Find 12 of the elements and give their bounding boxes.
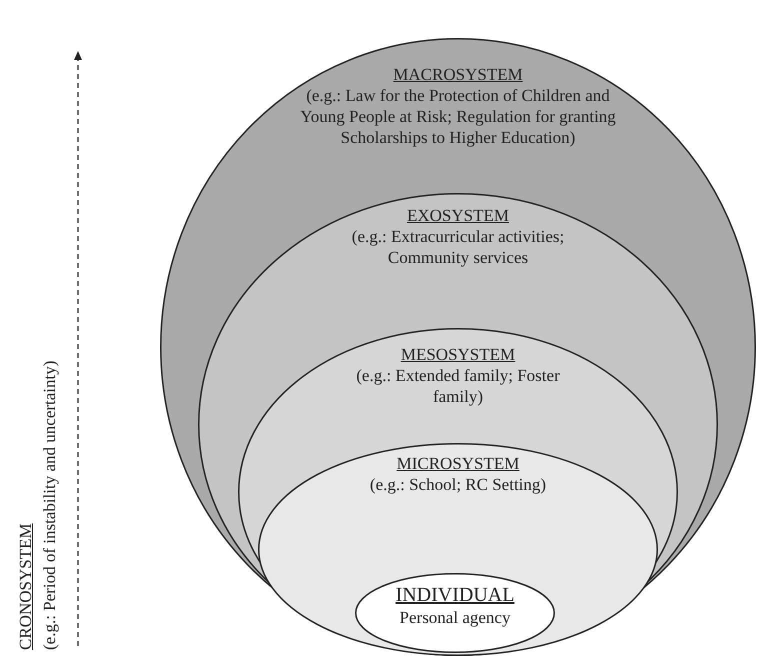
system-examples: (e.g.: School; RC Setting) xyxy=(368,474,548,495)
system-examples: (e.g.: Extended family; Foster family) xyxy=(355,365,561,407)
system-heading: INDIVIDUAL xyxy=(394,583,516,607)
system-heading: MESOSYSTEM xyxy=(400,344,516,365)
cronosystem-examples: (e.g.: Period of instability and uncertainty) xyxy=(39,360,60,650)
system-heading: MICROSYSTEM xyxy=(396,453,520,474)
cronosystem-heading: CRONOSYSTEM xyxy=(15,523,36,650)
system-heading: MACROSYSTEM xyxy=(392,64,524,85)
system-examples: Personal agency xyxy=(398,607,512,628)
system-heading: EXOSYSTEM xyxy=(406,205,510,226)
system-examples: (e.g.: Extracurricular activities; Community services xyxy=(350,226,566,268)
system-examples: (e.g.: Law for the Protection of Children and Young People at Risk; Regulation for granting Scholarships to Higher Education) xyxy=(299,85,617,148)
